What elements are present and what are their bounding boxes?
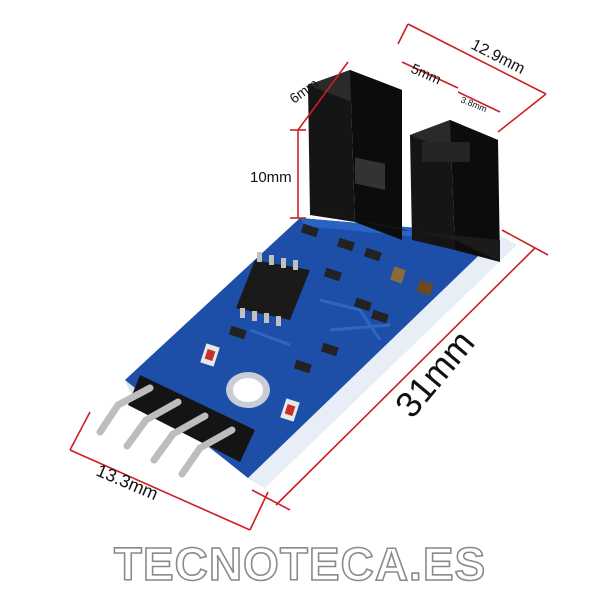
- dimension-lines: [69, 23, 549, 531]
- watermark: TECNOTECA.ES: [114, 538, 486, 590]
- dim-width-total: 12.9mm: [468, 36, 527, 77]
- dim-slot-width: 5mm: [409, 60, 444, 87]
- smd-components: [228, 223, 434, 374]
- dim-arm-width: 3.8mm: [459, 95, 488, 115]
- dim-board-width: 13.3mm: [93, 460, 161, 504]
- mounting-hole: [226, 372, 270, 408]
- optical-slot-sensor: [308, 70, 500, 262]
- pin-header: [96, 375, 255, 478]
- dim-height: 10mm: [250, 169, 292, 186]
- led-indicators: [200, 343, 300, 422]
- ic-chip: [236, 252, 310, 326]
